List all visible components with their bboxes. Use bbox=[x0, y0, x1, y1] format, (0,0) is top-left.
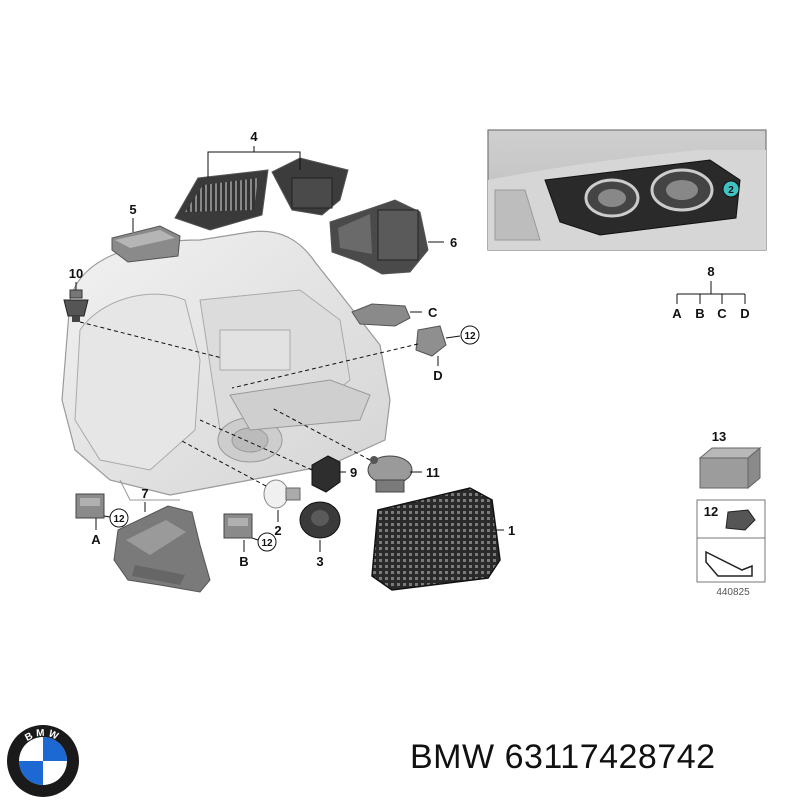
callout-10: 10 bbox=[69, 266, 83, 281]
callout-5: 5 bbox=[129, 202, 136, 217]
callout-3: 3 bbox=[316, 554, 323, 569]
callout-4: 4 bbox=[250, 129, 258, 144]
bmw-roundel-icon: BMW bbox=[7, 725, 79, 797]
inset-callout-2: 2 bbox=[728, 185, 734, 196]
part-c bbox=[351, 303, 411, 327]
svg-text:BMW: BMW bbox=[23, 728, 62, 744]
part-3 bbox=[299, 501, 341, 539]
part-number: 63117428742 bbox=[504, 738, 716, 776]
connector-b: B bbox=[239, 554, 248, 569]
tree-letter-c: C bbox=[717, 306, 727, 321]
clip-ref-b: 12 bbox=[261, 538, 273, 549]
part-13: 13 bbox=[698, 429, 762, 490]
clip-ref-a: 12 bbox=[113, 514, 125, 525]
part-10 bbox=[63, 289, 89, 322]
part-7-bracket bbox=[113, 505, 211, 593]
callout-9: 9 bbox=[350, 465, 357, 480]
part-4-covers bbox=[174, 157, 349, 231]
drawing-number: 440825 bbox=[716, 587, 750, 598]
clip-box-number: 12 bbox=[704, 504, 718, 519]
part-d bbox=[415, 325, 447, 357]
headlight-housing bbox=[61, 230, 391, 501]
clip-12-box: 12 440825 bbox=[696, 499, 766, 598]
callout-6: 6 bbox=[450, 235, 457, 250]
callout-2: 2 bbox=[274, 523, 281, 538]
tree-letter-d: D bbox=[740, 306, 749, 321]
callout-13: 13 bbox=[712, 429, 726, 444]
connector-d: D bbox=[433, 368, 442, 383]
callout-1: 1 bbox=[508, 523, 515, 538]
brand-name: BMW bbox=[410, 738, 495, 776]
connector-c: C bbox=[428, 305, 438, 320]
part-2-bulb bbox=[263, 479, 301, 509]
part-b bbox=[223, 513, 253, 539]
callout-11: 11 bbox=[426, 465, 440, 480]
tree-letter-a: A bbox=[672, 306, 682, 321]
part-5 bbox=[111, 225, 181, 263]
part-11 bbox=[367, 455, 413, 493]
connector-a: A bbox=[91, 532, 101, 547]
callout-7: 7 bbox=[141, 486, 148, 501]
part-1 bbox=[371, 487, 501, 591]
tree-letter-b: B bbox=[695, 306, 704, 321]
part-8-tree: 8 A B C D bbox=[672, 264, 749, 321]
part-9 bbox=[311, 455, 341, 493]
part-a bbox=[75, 493, 105, 519]
clip-ref-d: 12 bbox=[464, 331, 476, 342]
logo-letters: BMW bbox=[23, 728, 59, 744]
part-6 bbox=[329, 199, 429, 275]
location-inset: 2 bbox=[487, 129, 767, 251]
callout-8: 8 bbox=[707, 264, 714, 279]
